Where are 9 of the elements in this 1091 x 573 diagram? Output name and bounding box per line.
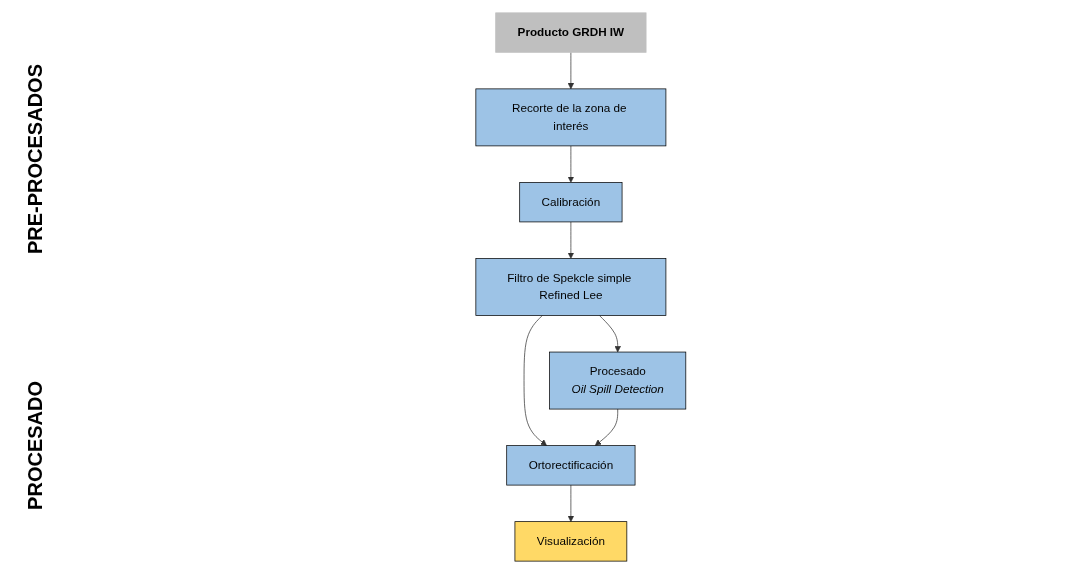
node-box: Procesado Oil Spill Detection [548,351,686,409]
node-box: Recorte de la zona de interés [475,88,666,146]
node-box: Calibración [519,181,623,222]
node-box: Visualización [514,520,627,561]
node-box: Producto GRDH IW [494,12,647,53]
node-box: Ortorectificación [506,444,636,485]
section-label: PROCESADO [23,380,47,510]
node-box: Filtro de Spekcle simple Refined Lee [475,257,666,316]
section-label: PRE-PROCESADOS [23,63,47,254]
